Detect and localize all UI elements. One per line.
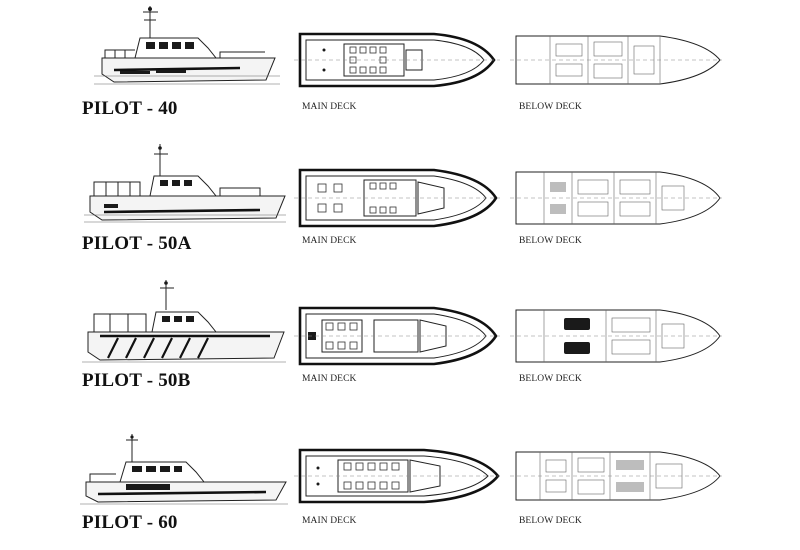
side-profile-drawing [80, 0, 290, 95]
main-deck-caption: MAIN DECK [302, 236, 357, 246]
boat-row-pilot-40: PILOT - 40 MAIN DECK BELOW DECK [0, 0, 800, 134]
main-deck-caption: MAIN DECK [302, 102, 357, 112]
below-deck-plan [510, 30, 722, 90]
side-profile-drawing [80, 276, 290, 371]
main-deck-plan [294, 168, 500, 228]
below-deck-plan [510, 168, 722, 228]
below-deck-caption: BELOW DECK [519, 102, 582, 112]
main-deck-caption: MAIN DECK [302, 516, 357, 526]
boat-row-pilot-50a: PILOT - 50A MAIN DECK BELOW DECK [0, 138, 800, 272]
model-name-label: PILOT - 40 [82, 98, 178, 119]
below-deck-plan [510, 446, 722, 506]
boat-row-pilot-50b: PILOT - 50B MAIN DECK BELOW DECK [0, 276, 800, 410]
model-name-label: PILOT - 50A [82, 233, 192, 254]
main-deck-caption: MAIN DECK [302, 374, 357, 384]
below-deck-plan [510, 306, 722, 366]
below-deck-caption: BELOW DECK [519, 374, 582, 384]
below-deck-caption: BELOW DECK [519, 236, 582, 246]
side-profile-drawing [80, 138, 290, 233]
model-name-label: PILOT - 50B [82, 370, 191, 391]
boat-row-pilot-60: PILOT - 60 MAIN DECK BELOW DECK [0, 416, 800, 550]
main-deck-plan [294, 306, 500, 366]
below-deck-caption: BELOW DECK [519, 516, 582, 526]
side-profile-drawing [80, 416, 290, 511]
model-name-label: PILOT - 60 [82, 512, 178, 533]
main-deck-plan [294, 446, 500, 506]
main-deck-plan [294, 30, 500, 90]
